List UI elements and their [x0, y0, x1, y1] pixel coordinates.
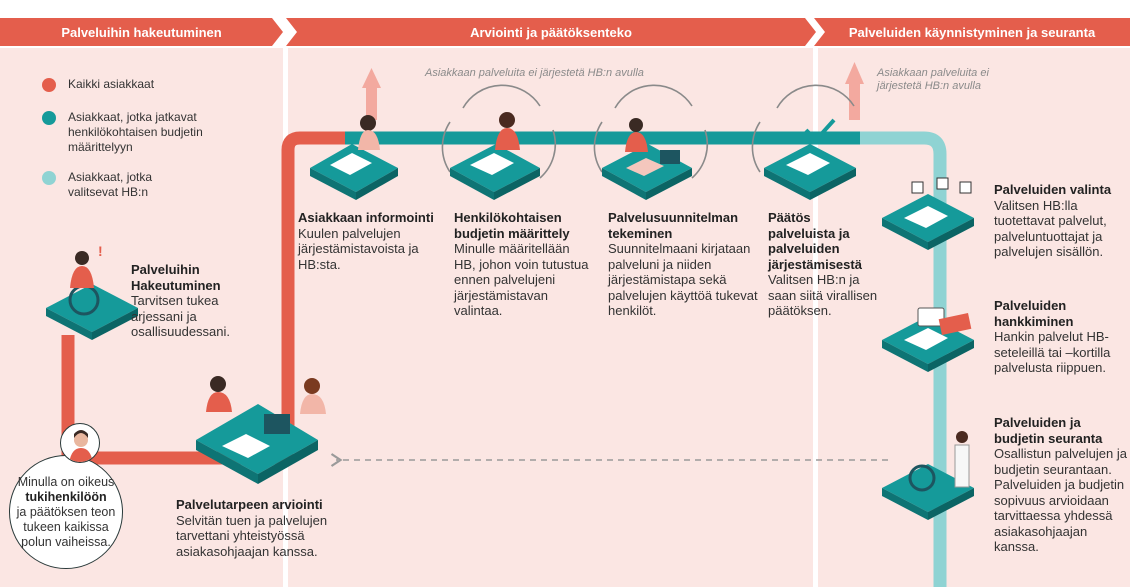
rights-pre: Minulla on oikeus [17, 474, 115, 489]
step-title: Palveluiden ja budjetin seuranta [994, 415, 1103, 446]
step-title: Henkilökohtaisen budjetin määrittely [454, 210, 570, 241]
step-title: Palvelusuunnitelman tekeminen [608, 210, 739, 241]
station-arviointi [196, 376, 326, 484]
step-text: Valitsen HB:lla tuotettavat palvelut, pa… [994, 197, 1107, 260]
exit-arrow-right-head [845, 62, 864, 84]
step-informointi: Asiakkaan informointi Kuulen palvelujen … [298, 210, 448, 272]
step-title: Päätös palveluista ja palveluiden järjes… [768, 210, 862, 272]
legend-swatch-red [42, 78, 56, 92]
step-suunnitelma: Palvelusuunnitelman tekeminen Suunnitelm… [608, 210, 758, 319]
station-suunnitelma [602, 118, 692, 200]
light-teal-path [860, 131, 947, 587]
exit-arrow-right-shaft [849, 80, 860, 120]
station-hankkiminen [882, 307, 974, 372]
station-valinta [882, 177, 974, 250]
station-seuranta [882, 431, 974, 520]
step-hankkiminen: Palveluiden hankkiminen Hankin palvelut … [994, 298, 1128, 376]
legend-item-hb: Asiakkaat, jotka valitsevat HB:n [42, 170, 242, 200]
step-hakeutuminen: Palveluihin Hakeutuminen Tarvitsen tukea… [131, 262, 241, 340]
legend-label: Kaikki asiakkaat [68, 77, 155, 91]
note-middle: Asiakkaan palveluita ei järjestetä HB:n … [425, 67, 644, 79]
step-text: Suunnitelmaani kirjataan palveluni ja ni… [608, 241, 758, 318]
legend-swatch-teal [42, 111, 56, 125]
exit-arrow-middle-shaft [366, 85, 377, 120]
step-title: Palveluiden valinta [994, 182, 1112, 197]
station-informointi [310, 115, 398, 200]
note-right: Asiakkaan palveluita ei järjestetä HB:n … [877, 67, 989, 92]
legend-item-all: Kaikki asiakkaat [42, 77, 242, 92]
step-arviointi: Palvelutarpeen arviointi Selvitän tuen j… [176, 497, 336, 587]
step-title: Palveluihin Hakeutuminen [131, 262, 221, 293]
station-hakeutuminen: ! [46, 243, 138, 340]
rights-bubble: Minulla on oikeus tukihenkilöön ja päätö… [9, 455, 123, 569]
step-text: Osallistun palvelujen ja budjetin seuran… [994, 446, 1127, 554]
step-text: Tarvitsen tukea arjessani ja osallisuude… [131, 293, 231, 339]
legend-label: Asiakkaat, jotka jatkavat henkilökohtais… [68, 110, 203, 154]
station-budjetti [450, 112, 540, 200]
step-text: Selvitän tuen ja palvelujen tarvettani y… [176, 512, 328, 559]
legend-label: Asiakkaat, jotka valitsevat HB:n [68, 170, 153, 199]
exit-arrow-middle-head [362, 68, 381, 88]
station-paatos [764, 118, 856, 200]
step-text: Minulle määritellään HB, johon voin tutu… [454, 241, 589, 318]
step-title: Palveluiden hankkiminen [994, 298, 1074, 329]
step-text: Hankin palvelut HB-seteleillä tai –korti… [994, 329, 1111, 375]
step-title: Asiakkaan informointi [298, 210, 434, 225]
stations: ! [46, 112, 974, 520]
step-text: Valitsen HB:n ja saan siitä virallisen p… [768, 272, 878, 318]
step-budjetti: Henkilökohtaisen budjetin määrittely Min… [454, 210, 594, 319]
step-title: Palvelutarpeen arviointi [176, 497, 323, 512]
rights-post: ja päätöksen teon tukeen kaikissa polun … [16, 504, 116, 549]
rights-bold: tukihenkilöön [25, 489, 107, 504]
step-seuranta: Palveluiden ja budjetin seuranta Osallis… [994, 415, 1128, 587]
support-person-icon [69, 430, 93, 462]
svg-text:!: ! [98, 243, 103, 259]
step-text: Kuulen palvelujen järjestämistavoista ja… [298, 225, 419, 272]
phase-header-1: Palveluihin hakeutuminen [0, 18, 283, 46]
step-valinta: Palveluiden valinta Valitsen HB:lla tuot… [994, 182, 1130, 260]
support-person-avatar [60, 423, 100, 463]
phase-header-3: Palveluiden käynnistyminen ja seuranta [814, 18, 1130, 46]
step-paatos: Päätös palveluista ja palveluiden järjes… [768, 210, 878, 319]
legend-swatch-light-teal [42, 171, 56, 185]
cycle-arrows [441, 84, 855, 179]
legend-item-budget: Asiakkaat, jotka jatkavat henkilökohtais… [42, 110, 242, 155]
phase-header-2: Arviointi ja päätöksenteko [286, 18, 816, 46]
